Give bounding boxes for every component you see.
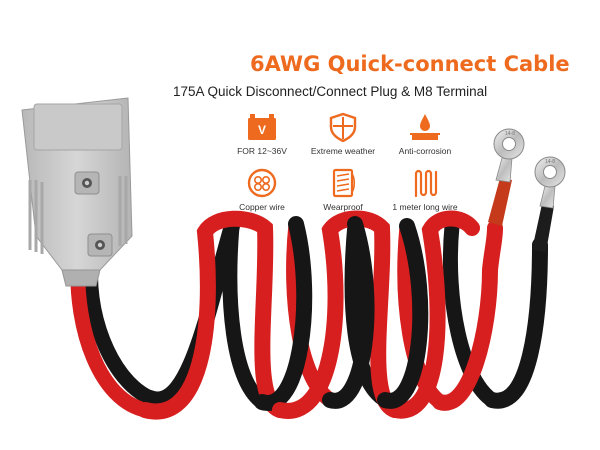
copper-strands-icon — [247, 168, 277, 198]
shield-icon — [329, 112, 357, 142]
feature-wearproof: Wearproof — [302, 168, 384, 212]
feature-label: Anti-corrosion — [398, 146, 452, 156]
feature-label: 1 meter long wire — [392, 202, 458, 212]
feature-length: 1 meter long wire — [384, 168, 466, 212]
feature-weather: Extreme weather — [302, 112, 384, 156]
red-terminal-stamp: 14-8 — [505, 131, 515, 137]
feature-voltage: V FOR 12~36V — [221, 112, 303, 156]
feature-label: FOR 12~36V — [237, 146, 287, 156]
black-terminal-stamp: 14-8 — [545, 159, 555, 165]
black-ring-terminal: 14-8 — [532, 156, 566, 252]
water-drop-icon — [410, 114, 440, 140]
feature-copper: Copper wire — [221, 168, 303, 212]
red-ring-terminal: 14-8 — [488, 128, 525, 226]
feature-label: Copper wire — [239, 202, 285, 212]
wear-surface-icon — [332, 168, 356, 198]
product-title: 6AWG Quick-connect Cable — [250, 52, 570, 76]
quick-connect-plug — [21, 97, 133, 287]
battery-icon: V — [248, 114, 276, 140]
feature-label: Extreme weather — [310, 146, 376, 156]
battery-icon-text: V — [258, 123, 266, 137]
product-subtitle: 175A Quick Disconnect/Connect Plug & M8 … — [173, 84, 488, 99]
feature-corrosion: Anti-corrosion — [384, 112, 466, 156]
coiled-wire-icon — [414, 169, 438, 198]
feature-label: Wearproof — [323, 202, 363, 212]
cable-coil-front — [137, 210, 548, 420]
